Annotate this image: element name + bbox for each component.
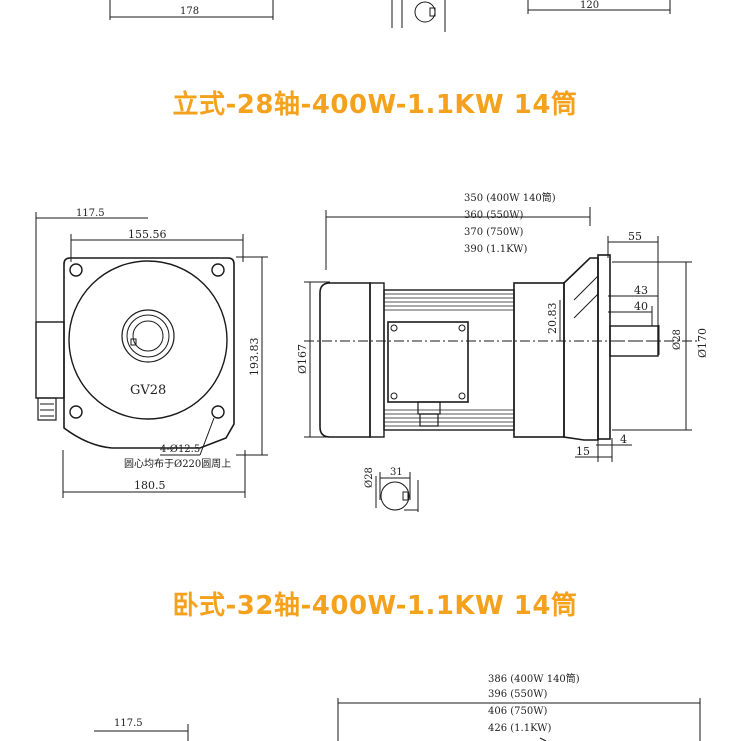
dim-167: Ø167 (296, 344, 309, 374)
front-view (35, 212, 268, 498)
dim-180-5: 180.5 (134, 479, 166, 492)
s2-length-550w: 396 (550W) (488, 689, 548, 700)
dim-20-83: 20.83 (546, 303, 559, 335)
dim-178: 178 (180, 6, 199, 17)
s2-length-400w: 386 (400W 140筒) (488, 672, 580, 685)
s2-length-1-1kw: 426 (1.1KW) (488, 723, 551, 734)
dim-155-56: 155.56 (128, 228, 167, 241)
length-750w: 370 (750W) (464, 227, 524, 238)
top-partial-drawing (109, 0, 671, 32)
dim-4: 4 (620, 433, 627, 446)
hole-note: 4-Ø12.5 (160, 444, 200, 455)
key-dim-31: 31 (390, 467, 403, 478)
key-dim-28: Ø28 (364, 467, 375, 488)
dim-43: 43 (634, 284, 648, 297)
length-1-1kw: 390 (1.1KW) (464, 244, 527, 255)
dim-170: Ø170 (696, 328, 709, 358)
shaft-detail (375, 472, 419, 512)
dim-28-shaft: Ø28 (672, 329, 683, 350)
model-label-gv28: GV28 (130, 383, 166, 398)
dim-117-5: 117.5 (76, 208, 105, 219)
section2-partial-drawing (94, 698, 701, 741)
dim-193-83: 193.83 (248, 338, 261, 377)
dim-55: 55 (628, 230, 642, 243)
length-550w: 360 (550W) (464, 210, 524, 221)
dim-15: 15 (576, 445, 590, 458)
dim-40: 40 (634, 300, 648, 313)
s2-dim-117-5: 117.5 (114, 718, 143, 729)
s2-length-750w: 406 (750W) (488, 706, 548, 717)
section-title-vertical: 立式-28轴-400W-1.1KW 14筒 (172, 90, 578, 120)
dim-120: 120 (580, 0, 599, 11)
hole-pitch-note: 圆心均布于Ø220圆周上 (124, 458, 231, 470)
section-title-horizontal: 卧式-32轴-400W-1.1KW 14筒 (172, 591, 578, 621)
length-400w: 350 (400W 140筒) (464, 191, 556, 204)
side-view (304, 207, 700, 462)
